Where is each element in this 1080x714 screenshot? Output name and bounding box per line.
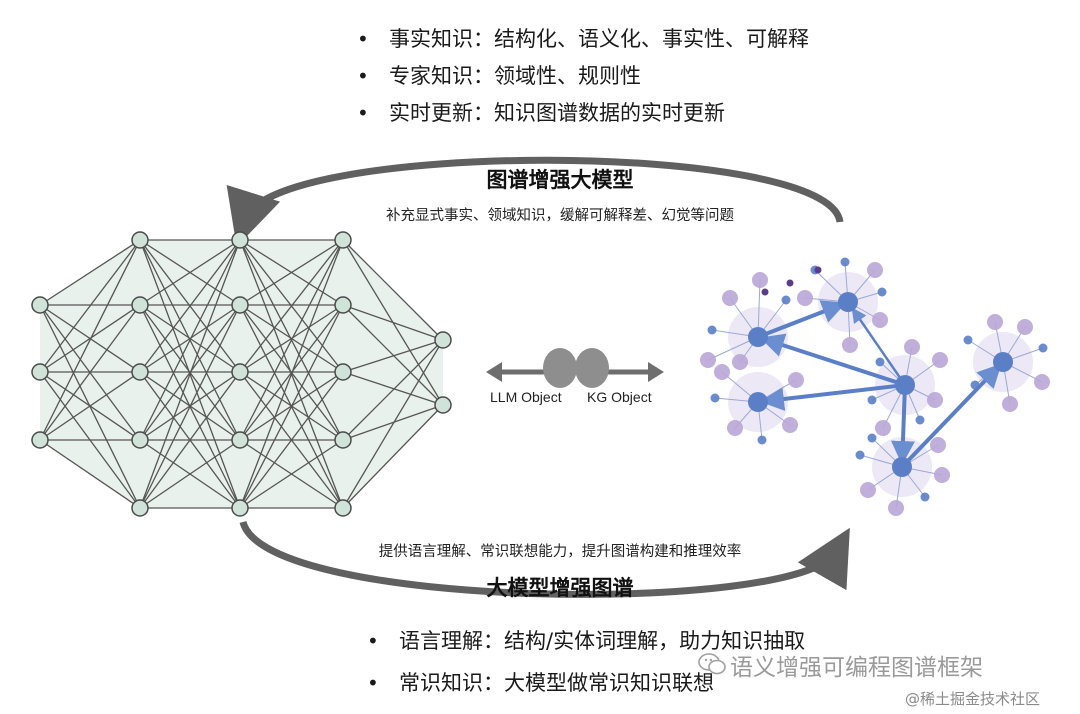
kg-leaf-node xyxy=(916,416,925,425)
kg-leaf-node xyxy=(815,267,822,274)
kg-leaf-node xyxy=(860,482,876,498)
kg-leaf-node xyxy=(987,314,1003,330)
watermark-sub: @稀土掘金技术社区 xyxy=(905,688,1040,709)
kg-leaf-node xyxy=(868,396,877,405)
kg-leaf-node xyxy=(904,339,920,355)
watermark-main-text: 语义增强可编程图谱框架 xyxy=(730,655,983,681)
kg-leaf-node xyxy=(797,290,813,306)
nn-node xyxy=(32,297,48,313)
top-bullet-list: 事实知识：结构化、语义化、事实性、可解释 专家知识：领域性、规则性 实时更新：知… xyxy=(357,24,809,135)
kg-leaf-node xyxy=(872,312,888,328)
kg-leaf-node xyxy=(868,434,877,443)
neural-network-graphic xyxy=(32,232,451,516)
kg-leaf-node xyxy=(1002,396,1018,412)
kg-leaf-node xyxy=(932,352,948,368)
kg-leaf-node xyxy=(722,290,738,306)
kg-leaf-node xyxy=(1017,319,1033,335)
kg-hub-node xyxy=(993,352,1013,372)
nn-node xyxy=(32,432,48,448)
kg-object-shape xyxy=(575,348,609,388)
kg-leaf-node xyxy=(727,420,743,436)
kg-leaf-node xyxy=(867,262,883,278)
kg-leaf-node xyxy=(930,437,946,453)
kg-enhances-llm-title: 图谱增强大模型 xyxy=(390,164,730,194)
nn-node xyxy=(232,364,248,380)
bullet-fact-knowledge: 事实知识：结构化、语义化、事实性、可解释 xyxy=(357,24,809,61)
nn-node xyxy=(435,397,451,413)
nn-node xyxy=(335,432,351,448)
kg-hub-node xyxy=(895,375,915,395)
nn-node xyxy=(335,364,351,380)
llm-enhances-kg-subtitle: 提供语言理解、常识联想能力，提升图谱构建和推理效率 xyxy=(320,540,800,561)
kg-hub-node xyxy=(892,457,912,477)
kg-leaf-node xyxy=(788,372,804,388)
nn-node xyxy=(132,500,148,516)
kg-leaf-node xyxy=(934,467,950,483)
kg-hub-node xyxy=(748,392,768,412)
kg-leaf-node xyxy=(1034,374,1050,390)
nn-node xyxy=(232,297,248,313)
nn-node xyxy=(132,297,148,313)
kg-leaf-node xyxy=(878,288,887,297)
nn-node xyxy=(32,364,48,380)
nn-node xyxy=(335,500,351,516)
bullet-expert-knowledge: 专家知识：领域性、规则性 xyxy=(357,61,809,98)
kg-leaf-node xyxy=(927,392,943,408)
kg-leaf-node xyxy=(782,296,791,305)
kg-leaf-node xyxy=(714,364,730,380)
kg-leaf-node xyxy=(1039,344,1048,353)
nn-node xyxy=(232,232,248,248)
nn-node xyxy=(132,364,148,380)
bullet-realtime-update: 实时更新：知识图谱数据的实时更新 xyxy=(357,98,809,135)
watermark-main: 语义增强可编程图谱框架 xyxy=(700,648,983,682)
nn-node xyxy=(232,432,248,448)
llm-object-shape xyxy=(543,348,577,388)
kg-leaf-node xyxy=(758,436,767,445)
nn-node xyxy=(132,232,148,248)
knowledge-graph-graphic xyxy=(700,258,1050,517)
kg-leaf-node xyxy=(856,451,865,460)
kg-hub-node xyxy=(748,327,768,347)
llm-object-label: LLM Object xyxy=(490,389,562,405)
kg-leaf-node xyxy=(732,354,748,370)
llm-enhances-kg-title: 大模型增强图谱 xyxy=(400,572,720,602)
kg-leaf-node xyxy=(700,352,716,368)
kg-leaf-node xyxy=(964,336,973,345)
object-link-graphic xyxy=(486,348,664,388)
kg-leaf-node xyxy=(708,326,717,335)
kg-enhances-llm-subtitle: 补充显式事实、领域知识，缓解可解释差、幻觉等问题 xyxy=(320,204,800,225)
kg-object-label: KG Object xyxy=(587,389,652,405)
kg-leaf-node xyxy=(875,420,891,436)
nn-node xyxy=(335,232,351,248)
kg-leaf-node xyxy=(787,280,794,287)
nn-node xyxy=(435,332,451,348)
kg-leaf-node xyxy=(782,417,798,433)
kg-hub-node xyxy=(838,292,858,312)
kg-leaf-node xyxy=(921,493,930,502)
kg-leaf-node xyxy=(762,289,769,296)
kg-leaf-node xyxy=(841,258,850,267)
kg-leaf-node xyxy=(842,337,858,353)
nn-node xyxy=(132,432,148,448)
kg-leaf-node xyxy=(711,394,720,403)
kg-leaf-node xyxy=(888,500,904,516)
kg-leaf-node xyxy=(876,358,885,367)
kg-leaf-node xyxy=(752,272,768,288)
kg-main-edge xyxy=(903,385,905,453)
nn-node xyxy=(232,500,248,516)
nn-node xyxy=(335,297,351,313)
